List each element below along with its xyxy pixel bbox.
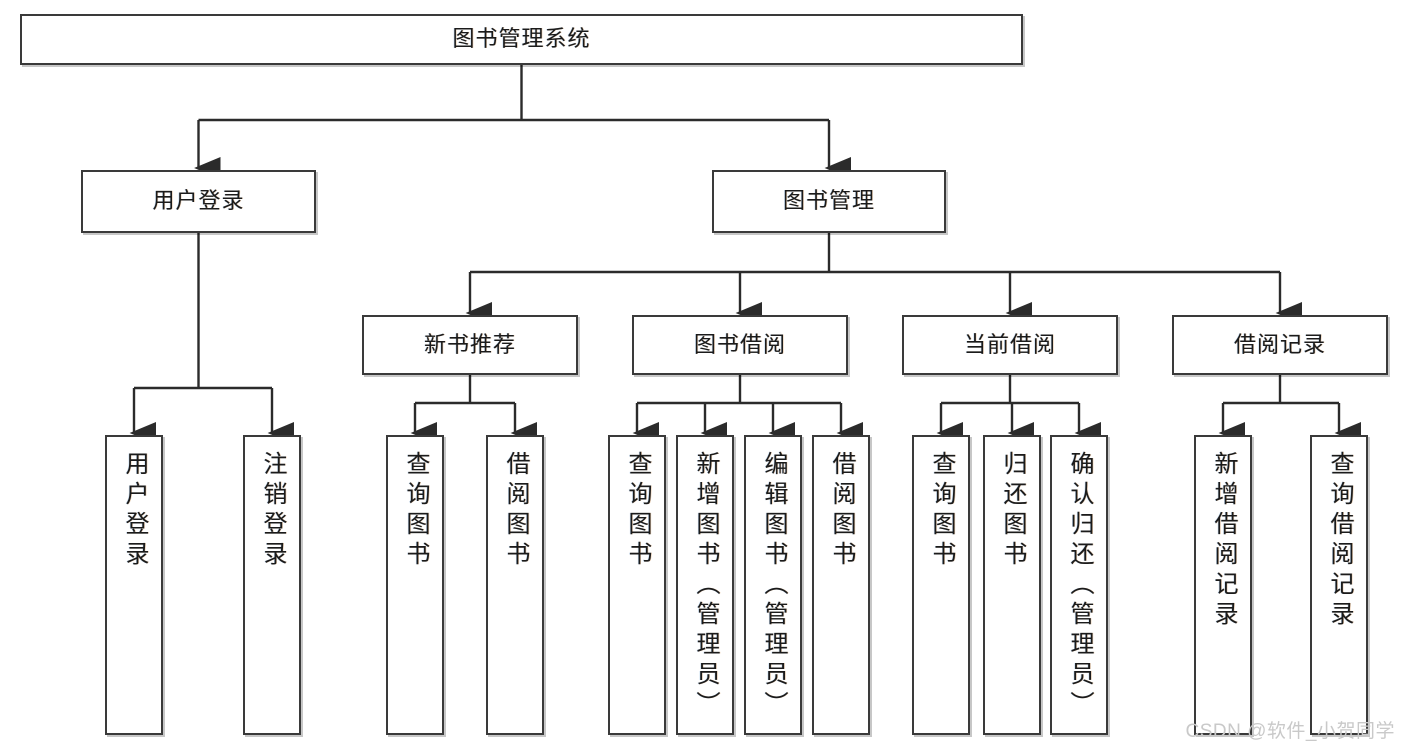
node-records[interactable]: 借阅记录 [1172,315,1388,375]
node-label: 借阅图书 [828,451,855,571]
node-label: 借阅图书 [502,451,529,571]
node-newrec[interactable]: 新书推荐 [362,315,578,375]
node-current[interactable]: 当前借阅 [902,315,1118,375]
node-bookmgmt[interactable]: 图书管理 [712,170,946,233]
node-label: 确认归还（管理员） [1066,451,1093,721]
node-label: 新书推荐 [423,331,516,357]
node-borrow[interactable]: 图书借阅 [632,315,848,375]
node-login[interactable]: 用户登录 [81,170,316,233]
node-b2[interactable]: 新增图书（管理员） [676,435,734,735]
node-l1[interactable]: 用户登录 [105,435,163,735]
node-label: 图书借阅 [693,331,786,357]
node-n1[interactable]: 查询图书 [386,435,444,735]
node-label: 当前借阅 [963,331,1056,357]
node-label: 借阅记录 [1233,331,1326,357]
node-label: 注销登录 [259,451,286,571]
node-n2[interactable]: 借阅图书 [486,435,544,735]
node-label: 查询图书 [928,451,955,571]
node-c1[interactable]: 查询图书 [912,435,970,735]
node-b4[interactable]: 借阅图书 [812,435,870,735]
node-r2[interactable]: 查询借阅记录 [1310,435,1368,735]
node-label: 编辑图书（管理员） [760,451,787,721]
node-label: 新增图书（管理员） [692,451,719,721]
node-label: 归还图书 [999,451,1026,571]
node-label: 用户登录 [121,451,148,571]
node-label: 查询借阅记录 [1326,451,1353,631]
node-c3[interactable]: 确认归还（管理员） [1050,435,1108,735]
node-b3[interactable]: 编辑图书（管理员） [744,435,802,735]
node-b1[interactable]: 查询图书 [608,435,666,735]
node-label: 用户登录 [152,188,245,214]
node-c2[interactable]: 归还图书 [983,435,1041,735]
node-r1[interactable]: 新增借阅记录 [1194,435,1252,735]
node-label: 查询图书 [402,451,429,571]
node-label: 图书管理 [782,188,875,214]
node-label: 查询图书 [624,451,651,571]
node-label: 图书管理系统 [452,26,591,52]
node-l2[interactable]: 注销登录 [243,435,301,735]
node-label: 新增借阅记录 [1210,451,1237,631]
node-root[interactable]: 图书管理系统 [20,14,1023,65]
